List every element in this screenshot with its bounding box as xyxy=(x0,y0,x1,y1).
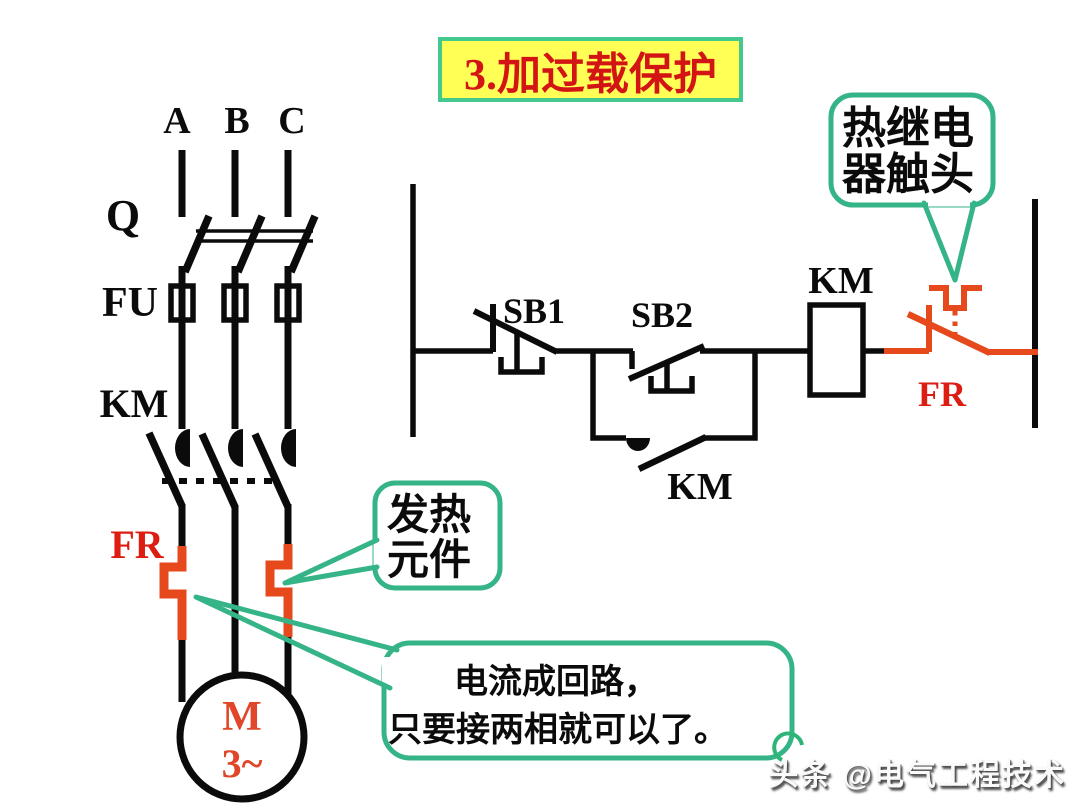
km-aux-contact-arc xyxy=(626,438,650,451)
km-coil-label: KM xyxy=(808,260,873,302)
fr-trip-symbol xyxy=(929,285,982,311)
km-contact-arc-a xyxy=(175,429,190,467)
fuse-label: FU xyxy=(102,280,158,326)
km-aux-blade xyxy=(637,434,708,472)
loop-note-bubble xyxy=(381,640,795,761)
sb1-label: SB1 xyxy=(503,291,565,331)
phase-c-label: C xyxy=(278,100,305,142)
km-aux-label: KM xyxy=(667,466,732,508)
sb2-label: SB2 xyxy=(631,295,693,335)
slide-title-box: 3.加过载保护 xyxy=(438,37,743,102)
thermal-note-line1: 热继电 xyxy=(842,104,974,153)
km-coil-rect xyxy=(807,302,866,398)
fuse-c xyxy=(274,283,302,323)
switch-q-label: Q xyxy=(106,191,140,240)
heating-element-bubble xyxy=(372,480,503,591)
thermal-note-line2: 器触头 xyxy=(842,150,974,199)
fr-contact-blade xyxy=(906,311,992,356)
fuse-a xyxy=(168,283,196,323)
km-main-blade-c xyxy=(251,432,292,509)
latch-branch-right xyxy=(703,351,758,441)
contactor-label: KM xyxy=(100,381,169,426)
heater-element-a xyxy=(159,546,187,640)
watermark-text: 头条 @电气工程技术 xyxy=(768,759,1066,792)
km-contact-arc-c xyxy=(281,429,296,467)
loop-note-line1: 电流成回路， xyxy=(454,663,658,701)
switch-q-blade-c xyxy=(287,214,319,274)
fr-heating-elements xyxy=(159,544,293,640)
fr-contact-label: FR xyxy=(918,374,967,414)
watermark-logo-arc xyxy=(772,731,804,762)
switch-q-blade-b xyxy=(234,214,266,274)
power-circuit-labels: A B C Q FU KM FR M 3~ xyxy=(100,100,306,786)
motor-letter: M xyxy=(222,694,262,740)
motor-phases: 3~ xyxy=(222,741,263,786)
motor-circle xyxy=(176,671,308,803)
switch-q-linkage-bar xyxy=(196,229,313,243)
power-circuit-lines xyxy=(145,150,319,803)
phase-b-label: B xyxy=(224,100,249,142)
phase-a-label: A xyxy=(163,100,191,142)
km-contact-arc-b xyxy=(228,429,243,467)
km-main-contact-arcs xyxy=(175,429,296,467)
latch-branch-left xyxy=(590,351,626,441)
callout-bubbles xyxy=(193,92,996,762)
heater-element-c xyxy=(265,544,293,637)
thermal-relay-label: FR xyxy=(110,522,164,567)
sb2-actuator-cup xyxy=(648,376,695,394)
control-circuit-lines xyxy=(410,184,1038,472)
heating-bubble-tail xyxy=(282,537,380,586)
fr-contact xyxy=(884,285,1038,356)
fuse-b xyxy=(221,283,249,323)
callout-texts: 热继电 器触头 发热 元件 电流成回路， 只要接两相就可以了。 xyxy=(387,104,974,749)
heating-note-line2: 元件 xyxy=(387,536,471,583)
km-main-blade-b xyxy=(198,432,239,509)
switch-q-blade-a xyxy=(181,214,213,274)
sb1-actuator-cup xyxy=(498,357,545,375)
loop-bubble-tail xyxy=(193,594,400,691)
heating-note-line1: 发热 xyxy=(387,491,471,538)
loop-note-line2: 只要接两相就可以了。 xyxy=(388,711,728,749)
thermal-contact-bubble xyxy=(828,92,996,208)
slide-title: 3.加过载保护 xyxy=(464,49,717,99)
km-main-blade-a xyxy=(145,431,186,508)
control-circuit-labels: SB1 SB2 KM KM FR xyxy=(503,260,967,508)
thermal-bubble-tail xyxy=(921,200,977,283)
